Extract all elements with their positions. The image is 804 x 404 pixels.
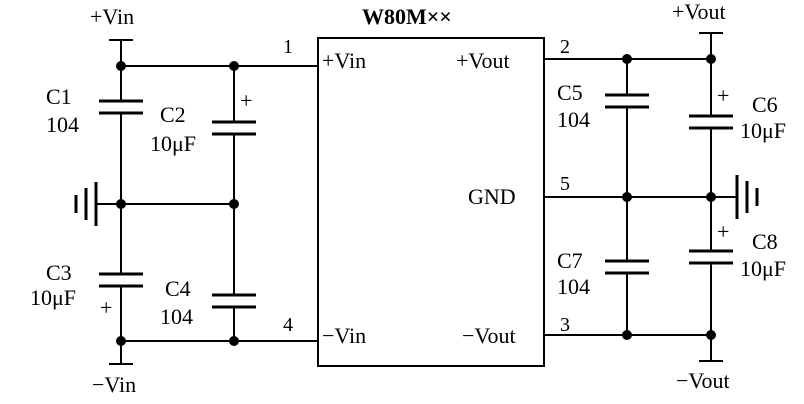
c8-polarity: + xyxy=(717,219,729,244)
rail-label-vin-neg: −Vin xyxy=(92,372,136,397)
c3-name: C3 xyxy=(46,260,72,285)
c8-name: C8 xyxy=(752,229,778,254)
pin-number-5: 5 xyxy=(560,173,570,195)
junction-dot xyxy=(116,336,126,346)
junction-dot xyxy=(622,192,632,202)
junction-dot xyxy=(622,54,632,64)
junction-dot xyxy=(229,61,239,71)
junction-dot xyxy=(706,330,716,340)
rail-label-vout-neg: −Vout xyxy=(676,368,730,393)
c6-value: 10μF xyxy=(740,118,786,143)
pin-number-1: 1 xyxy=(283,36,293,58)
c7-name: C7 xyxy=(557,248,583,273)
c2-polarity: + xyxy=(240,88,252,113)
c7-value: 104 xyxy=(557,274,590,299)
c5-name: C5 xyxy=(557,80,583,105)
ic-body xyxy=(317,37,545,367)
ic-pin-label-vin-pos: +Vin xyxy=(322,48,366,73)
c1-value: 104 xyxy=(46,112,79,137)
junction-dot xyxy=(622,330,632,340)
pin-number-2: 2 xyxy=(560,36,570,58)
c1-name: C1 xyxy=(46,84,72,109)
c6-name: C6 xyxy=(752,92,778,117)
ic-pin-label-vout-pos: +Vout xyxy=(456,48,510,73)
junction-dot xyxy=(706,54,716,64)
pin-number-4: 4 xyxy=(283,314,293,336)
ic-title: W80M×× xyxy=(362,4,452,29)
pin-number-3: 3 xyxy=(560,314,570,336)
junction-dot xyxy=(706,192,716,202)
junction-dot xyxy=(229,199,239,209)
junction-dot xyxy=(229,336,239,346)
c3-polarity: + xyxy=(100,295,112,320)
ic-pin-label-vout-neg: −Vout xyxy=(462,323,516,348)
c4-name: C4 xyxy=(165,276,191,301)
junction-dot xyxy=(116,199,126,209)
c5-value: 104 xyxy=(557,107,590,132)
c3-value: 10μF xyxy=(30,285,76,310)
rail-label-vin-pos: +Vin xyxy=(90,4,134,29)
c2-name: C2 xyxy=(160,102,186,127)
c8-value: 10μF xyxy=(740,256,786,281)
c2-value: 10μF xyxy=(150,131,196,156)
junction-dot xyxy=(116,61,126,71)
c6-polarity: + xyxy=(717,83,729,108)
rail-label-vout-pos: +Vout xyxy=(672,0,726,24)
c4-value: 104 xyxy=(160,304,193,329)
ic-pin-label-gnd: GND xyxy=(468,184,516,209)
ic-pin-label-vin-neg: −Vin xyxy=(322,323,366,348)
